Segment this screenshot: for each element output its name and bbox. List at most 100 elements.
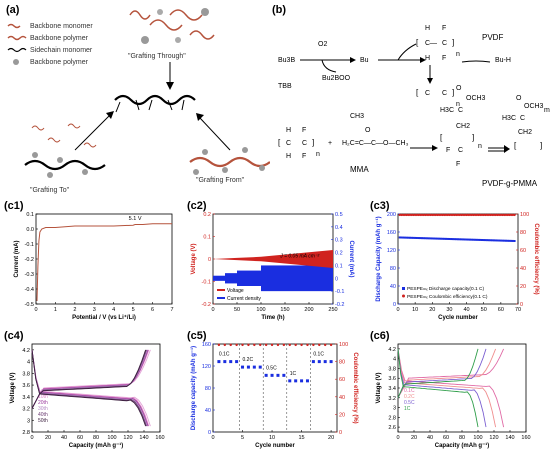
y-tick-label: 3.8 (388, 366, 396, 372)
svg-text:C: C (442, 40, 447, 47)
y-axis-label: Current (mA) (14, 240, 20, 277)
ce-point (432, 213, 436, 217)
capacity-point (241, 365, 245, 369)
ce-point (401, 213, 405, 217)
capacity-point (505, 239, 507, 242)
capacity-point (448, 237, 451, 240)
legend-10th: 10th (38, 394, 48, 400)
svg-text:OCH3: OCH3 (524, 103, 544, 110)
ce-point (306, 343, 309, 347)
x-tick-label: 80 (93, 435, 99, 441)
y2-tick-label: 20 (520, 284, 526, 290)
capacity-point (463, 238, 466, 241)
svg-text:[: [ (514, 141, 517, 150)
ce-point (300, 343, 303, 347)
capacity-point (412, 236, 415, 239)
capacity-point (217, 360, 221, 364)
svg-text:]: ] (452, 38, 454, 47)
y-tick-label: 4.2 (388, 347, 396, 353)
ce-point (472, 213, 475, 217)
svg-text:O: O (516, 95, 522, 102)
legend-0.1C: 0.1C (404, 388, 415, 394)
legend-swatch-capacity (402, 287, 405, 290)
y-tick-label: 0.1 (26, 212, 34, 218)
x-tick-label: 60 (77, 435, 83, 441)
legend-swatch-ce (402, 294, 405, 298)
x-axis-label: Cycle number (438, 315, 478, 321)
x-tick-label: 140 (139, 435, 148, 441)
charge-curve (397, 348, 479, 398)
svg-text:F: F (302, 153, 306, 160)
capacity-point (434, 237, 437, 240)
ce-point (453, 213, 456, 217)
legend-0.2C: 0.2C (404, 394, 415, 400)
ce-point (425, 213, 429, 217)
capacity-point (400, 236, 403, 239)
y-tick-label: -0.1 (25, 242, 34, 248)
y-tick-label: 80 (390, 266, 396, 272)
ce-point (427, 213, 431, 217)
charge-curve (31, 349, 147, 409)
capacity-point (414, 236, 417, 239)
y2-tick-label: 60 (339, 377, 345, 383)
x-tick-label: 5 (132, 307, 135, 313)
svg-text:[: [ (278, 138, 281, 147)
reagent-bu3b: Bu3B (278, 57, 295, 64)
capacity-point (475, 238, 478, 241)
y2-tick-label: -0.1 (335, 289, 344, 295)
ce-point (444, 213, 448, 217)
capacity-point (300, 379, 304, 383)
y-tick-label: 120 (387, 248, 396, 254)
capacity-point (472, 238, 475, 241)
current-step (213, 275, 225, 281)
ce-point (443, 213, 446, 217)
ce-point (259, 343, 262, 347)
x-tick-label: 140 (505, 435, 514, 441)
discharge-curve (31, 349, 149, 427)
y2-tick-label: 0.4 (335, 225, 343, 231)
y2-tick-label: 0.3 (335, 238, 343, 244)
grafting-from-illustration: "Grafting From" (189, 147, 271, 184)
ce-point (282, 343, 286, 347)
reagent-o2: O2 (318, 41, 327, 48)
x-axis-label: Time (h) (261, 315, 284, 321)
y-tick-label: -0.4 (25, 287, 34, 293)
capacity-point (482, 239, 485, 242)
y-tick-label: -0.2 (25, 257, 34, 263)
capacity-point (419, 237, 422, 240)
panel-label-c5: (c5) (187, 330, 207, 342)
ce-point (235, 343, 238, 347)
legend-sidechain-monomer: Sidechain monomer (30, 47, 93, 54)
ce-point (312, 343, 315, 347)
capacity-point (494, 239, 497, 242)
y2-tick-label: 0 (335, 276, 338, 282)
capacity-point (398, 236, 401, 239)
x-tick-label: 10 (269, 435, 275, 441)
capacity-point (405, 236, 408, 239)
current-step (237, 270, 261, 286)
charge-curve (397, 348, 497, 399)
capacity-point (445, 237, 447, 240)
ce-point (465, 213, 468, 217)
x-tick-label: 200 (304, 307, 313, 313)
x-tick-label: 30 (446, 307, 452, 313)
x-tick-label: 250 (328, 307, 337, 313)
ce-point (424, 213, 427, 217)
grafting-schematic: Backbone monomer Backbone polymer Sidech… (7, 8, 271, 194)
y2-tick-label: -0.2 (335, 302, 344, 308)
y-tick-label: 4.2 (22, 348, 30, 354)
reagent-pvdf-g-pmma: PVDF-g-PMMA (482, 179, 538, 188)
reagent-pvdf: PVDF (482, 33, 503, 42)
ce-point (270, 343, 274, 347)
legend-40th: 40th (38, 412, 48, 418)
capacity-point (460, 238, 463, 241)
legend-0.5C: 0.5C (404, 400, 415, 406)
ce-point (491, 213, 494, 217)
ce-point (506, 213, 509, 217)
y-tick-label: 0.1 (203, 235, 211, 241)
